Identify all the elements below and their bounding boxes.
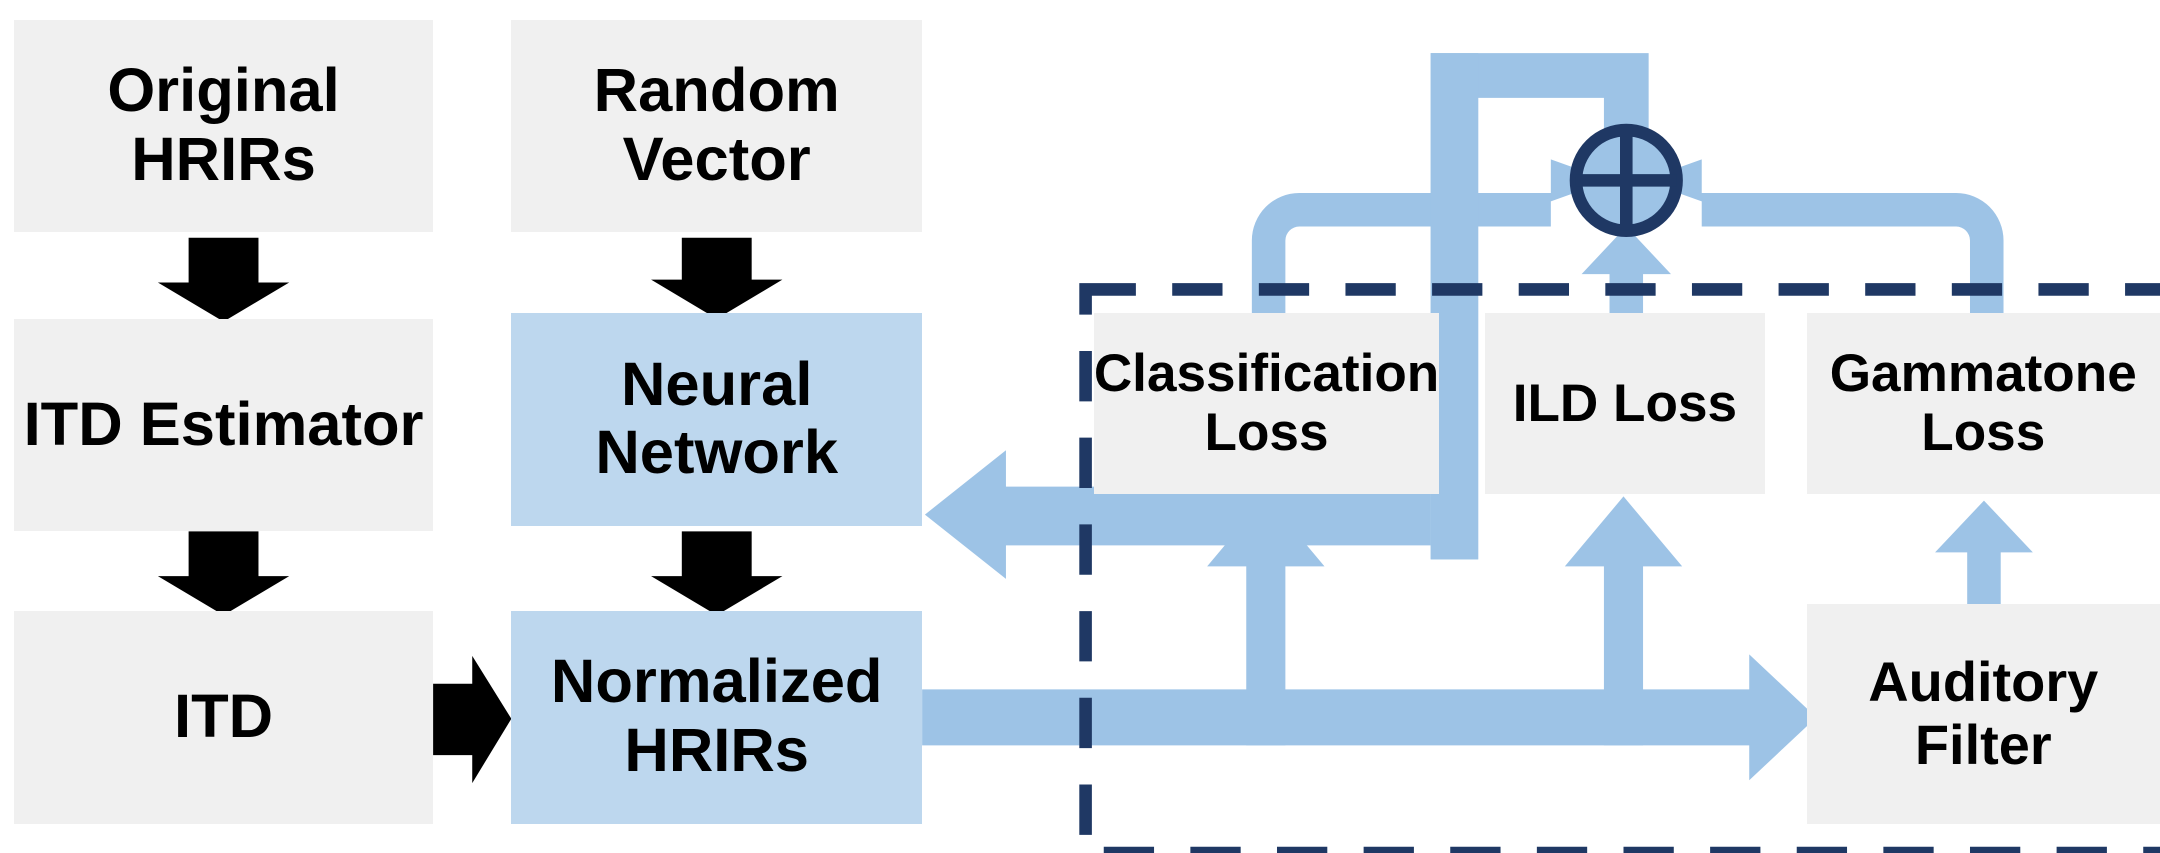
node-original-hrirs[interactable]: Original HRIRs [13, 19, 434, 233]
node-normalized-hrirs[interactable]: Normalized HRIRs [511, 611, 923, 824]
node-auditory-filter[interactable]: Auditory Filter [1806, 604, 2160, 824]
node-classification-loss[interactable]: Classification Loss [1093, 313, 1440, 494]
node-label-normalized-hrirs: Normalized HRIRs [550, 647, 883, 786]
node-label-neural-network: Neural Network [595, 349, 839, 488]
node-itd[interactable]: ITD [13, 611, 434, 824]
arrow-normalized-to-auditory [922, 654, 1817, 781]
node-gammatone-loss[interactable]: Gammatone Loss [1806, 313, 2160, 494]
arrow-ild-to-sum [1581, 226, 1671, 314]
node-label-itd: ITD [173, 681, 274, 751]
node-label-ild-loss: ILD Loss [1512, 373, 1738, 433]
arrow-normalized-to-classification [1207, 496, 1325, 746]
node-label-auditory-filter: Auditory Filter [1868, 650, 2099, 776]
node-label-original-hrirs: Original HRIRs [107, 55, 340, 194]
node-label-classification-loss: Classification Loss [1093, 343, 1440, 463]
arrow-original-to-estimator [157, 237, 290, 322]
arrow-random-to-network [651, 237, 783, 319]
node-itd-estimator[interactable]: ITD Estimator [13, 318, 434, 532]
node-label-gammatone-loss: Gammatone Loss [1829, 343, 2137, 463]
arrow-itd-to-normalized [433, 655, 512, 784]
arrow-network-to-normalized [651, 531, 783, 616]
arrow-gammatone-to-sum [1643, 159, 2004, 314]
arrow-auditory-to-gammatone [1935, 500, 2033, 605]
arrow-classification-to-sum [1251, 159, 1610, 314]
node-random-vector[interactable]: Random Vector [511, 19, 923, 233]
arrow-normalized-to-ild [1564, 496, 1683, 746]
node-label-itd-estimator: ITD Estimator [23, 389, 424, 459]
sum-operator-icon [1569, 123, 1683, 238]
node-ild-loss[interactable]: ILD Loss [1485, 313, 1765, 494]
arrow-estimator-to-itd [157, 531, 290, 616]
node-neural-network[interactable]: Neural Network [511, 313, 923, 526]
node-label-random-vector: Random Vector [593, 55, 840, 194]
